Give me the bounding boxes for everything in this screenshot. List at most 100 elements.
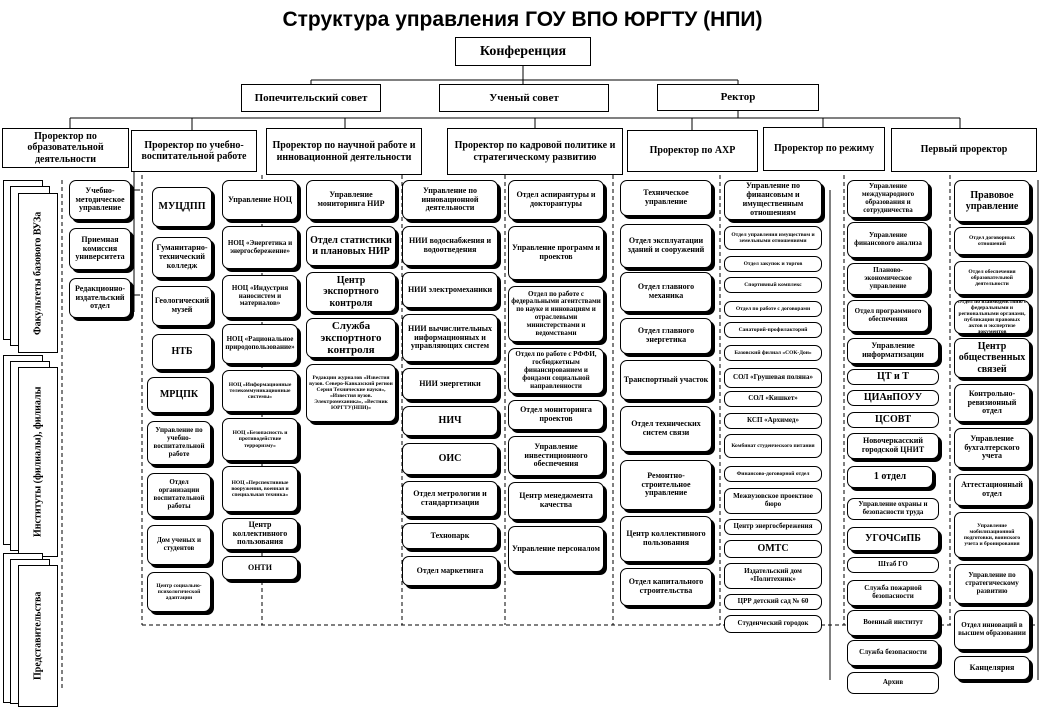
dept-box: Редакционно-издательский отдел (69, 278, 131, 318)
dept-box: Геологический музей (152, 286, 212, 326)
prorector-education: Проректор по образовательной деятельност… (2, 128, 129, 168)
dept-box: Дом ученых и студентов (147, 525, 211, 565)
dept-box: Отдел по работе с федеральными агентства… (508, 286, 604, 342)
dept-box: Отдел аспирантуры и докторантуры (508, 180, 604, 220)
dept-box: Отдел по работе с договорами (724, 301, 822, 317)
council-box: Ученый совет (439, 84, 609, 112)
conference-box: Конференция (455, 37, 591, 66)
dept-box: Техническое управление (620, 180, 712, 216)
dept-box: Отдел капитального строительства (620, 568, 712, 606)
prorector-science: Проректор по научной работе и инновацион… (266, 128, 422, 175)
dept-box: Контрольно-ревизионный отдел (954, 384, 1030, 422)
dept-box: Отдел закупок и торгов (724, 256, 822, 272)
dept-box: Отдел эксплуатации зданий и сооружений (620, 224, 712, 268)
dept-box: НОЦ «Перспективные вооружения, военная и… (222, 466, 298, 512)
dept-box: Управление персоналом (508, 526, 604, 572)
dept-box: Управление по стратегическому развитию (954, 564, 1030, 604)
dept-box: Комбинат студенческого питания (724, 434, 822, 458)
dept-box: ОМТС (724, 540, 822, 558)
dept-box: Ремонтно-строительное управление (620, 460, 712, 510)
dept-box: КСП «Архимед» (724, 413, 822, 429)
dept-box: НОЦ «Рациональное природопользование» (222, 324, 298, 364)
dept-box: Служба безопасности (847, 640, 939, 666)
dept-box: Штаб ГО (847, 557, 939, 573)
dept-box: Правовое управление (954, 180, 1030, 222)
dept-box: Управление по инновационной деятельности (402, 180, 498, 220)
prorector-upbringing: Проректор по учебно-воспитательной работ… (131, 130, 257, 172)
dept-box: НИИ водоснабжения и водоотведения (402, 226, 498, 266)
dept-box: Отдел договорных отношений (954, 227, 1030, 255)
dept-box: ЦСОВТ (847, 412, 939, 428)
dept-box: Военный институт (847, 610, 939, 636)
dept-box: НИИ вычислительных информационных и упра… (402, 314, 498, 362)
dept-box: НТБ (152, 334, 212, 370)
dept-box: Архив (847, 672, 939, 694)
dept-box: Служба пожарной безопасности (847, 580, 939, 606)
dept-box: Центр коллективного пользования (620, 516, 712, 562)
dept-box: Отдел технических систем связи (620, 406, 712, 452)
dept-box: Редакции журналов «Известия вузов. Север… (306, 364, 396, 422)
dept-box: Служба экспортного контроля (306, 318, 396, 358)
dept-box: НОЦ «Энергетика и энергосбережение» (222, 226, 298, 269)
dept-box: НИЧ (402, 406, 498, 436)
dept-box: ЦРР детский сад № 60 (724, 594, 822, 610)
dept-box: Отдел организации воспитательной работы (147, 473, 211, 517)
prorector-regime: Проректор по режиму (763, 127, 885, 171)
dept-box: Управление финансового анализа (847, 222, 929, 258)
dept-box: Аттестационный отдел (954, 474, 1030, 506)
dept-box: Отдел обеспечения образовательной деятел… (954, 261, 1030, 295)
dept-box: ОНТИ (222, 556, 298, 580)
dept-box: Управление инвестиционного обеспечения (508, 436, 604, 476)
first-prorector: Первый проректор (891, 128, 1037, 172)
dept-box: Отдел главного энергетика (620, 318, 712, 354)
dept-box: Отдел статистики и плановых НИР (306, 226, 396, 266)
dept-box: Управление мониторинга НИР (306, 180, 396, 220)
dept-box: ОИС (402, 443, 498, 475)
dept-box: НИИ электромеханики (402, 272, 498, 308)
dept-box: Управление охраны и безопасности труда (847, 498, 939, 520)
dept-box: Отдел мониторинга проектов (508, 400, 604, 430)
chart-title: Структура управления ГОУ ВПО ЮРГТУ (НПИ) (282, 8, 763, 31)
dept-box: Планово-экономическое управление (847, 263, 929, 295)
dept-box: Финансово-договорной отдел (724, 466, 822, 482)
dept-box: Управление бухгалтерского учета (954, 428, 1030, 468)
dept-box: Канцелярия (954, 656, 1030, 680)
dept-box: УГОЧСиПБ (847, 527, 939, 551)
dept-box: Отдел метрологии и стандартизации (402, 481, 498, 517)
dept-box: Отдел управления имуществом и земельными… (724, 226, 822, 250)
dept-box: Управление мобилизационной подготовки, в… (954, 512, 1030, 558)
prorector-ahr: Проректор по АХР (627, 130, 758, 172)
dept-box: Издательский дом «Политехник» (724, 563, 822, 589)
dept-box: Центр энергосбережения (724, 519, 822, 535)
dept-box: Центр коллективного пользования (222, 518, 298, 550)
dept-box: Студенческий городок (724, 615, 822, 633)
side-group-institutes: Институты (филиалы), филиалы (18, 367, 58, 557)
dept-box: Центр экспортного контроля (306, 272, 396, 312)
dept-box: Гуманитарно-технический колледж (152, 237, 212, 278)
dept-box: Транспортный участок (620, 360, 712, 400)
dept-box: НИИ энергетики (402, 368, 498, 400)
dept-box: НОЦ «Безопасность и противодействие терр… (222, 418, 298, 461)
dept-box: НОЦ «Индустрия наносистем и материалов» (222, 275, 298, 318)
dept-box: СОЛ «Грушевая поляна» (724, 368, 822, 388)
dept-box: 1 отдел (847, 466, 933, 488)
side-group-faculties: Факультеты базового ВУЗа (18, 193, 58, 353)
dept-box: Управление программ и проектов (508, 226, 604, 280)
dept-box: Технопарк (402, 523, 498, 549)
board-box: Попечительский совет (241, 84, 381, 112)
dept-box: Управление международного образования и … (847, 180, 929, 218)
dept-box: Отдел инноваций в высшем образовании (954, 610, 1030, 650)
dept-box: Управление по учебно-воспитательной рабо… (147, 421, 211, 465)
dept-box: МУЦДПП (152, 187, 212, 227)
dept-box: МРЦПК (147, 377, 211, 413)
dept-box: Управление информатизации (847, 338, 939, 364)
rector-box: Ректор (657, 84, 819, 111)
dept-box: Учебно-методическое управление (69, 180, 131, 220)
dept-box: ЦИАнПОУУ (847, 390, 939, 406)
dept-box: Приемная комиссия университета (69, 228, 131, 270)
dept-box: Базовский филиал «СОК-Дон» (724, 345, 822, 361)
dept-box: СОЛ «Кишкет» (724, 391, 822, 407)
dept-box: Отдел по взаимодействию с федеральными и… (954, 300, 1030, 334)
side-group-representations: Представительства (18, 565, 58, 707)
dept-box: Центр общественных связей (954, 338, 1030, 378)
